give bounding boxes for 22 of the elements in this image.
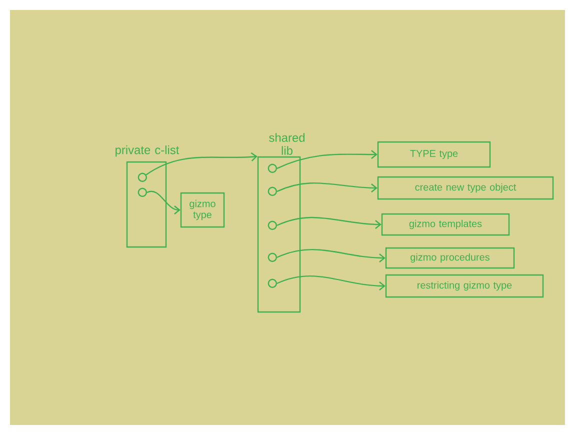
arrow [276, 276, 386, 290]
arrow [276, 150, 378, 169]
label-box: gizmo type [180, 192, 225, 228]
slot-circle [268, 278, 277, 288]
arrow [146, 190, 180, 214]
label-box: restricting gizmo type [385, 274, 544, 298]
arrow [276, 249, 386, 262]
slot-circle [268, 186, 277, 196]
slot-circle [268, 164, 277, 173]
label-box: create new type object [377, 176, 554, 200]
arrow [276, 182, 378, 192]
slot-circle [268, 252, 277, 262]
heading: private c-list [116, 145, 180, 157]
arrow [146, 152, 258, 176]
label-box: TYPE type [377, 141, 491, 168]
label-box: gizmo procedures [385, 247, 515, 269]
arrow [276, 216, 382, 229]
label-box: gizmo templates [381, 213, 510, 236]
slot-circle [268, 220, 277, 230]
slot-circle [138, 188, 147, 197]
slot-circle [138, 172, 147, 182]
heading: shared lib [269, 133, 304, 155]
